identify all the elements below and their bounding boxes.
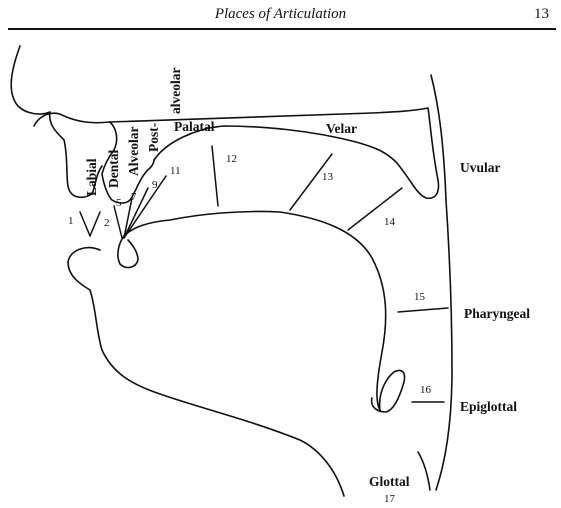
nasal-floor-outline: [34, 113, 110, 126]
articulation-line-12: [212, 146, 218, 206]
articulation-line-15: [398, 308, 448, 312]
number-15: 15: [414, 291, 426, 303]
number-11: 11: [170, 165, 181, 177]
number-12: 12: [226, 153, 237, 165]
number-13: 13: [322, 171, 334, 183]
articulation-line-1b: [90, 212, 100, 236]
tongue-tip-outline: [118, 236, 138, 267]
label-post-alveolar-1: Post-: [146, 123, 161, 152]
number-16: 16: [420, 384, 432, 396]
number-5: 5: [116, 197, 122, 209]
number-9: 9: [152, 179, 158, 191]
number-17: 17: [384, 493, 396, 505]
label-uvular: Uvular: [460, 160, 501, 175]
articulation-line-1: [80, 212, 90, 236]
label-velar: Velar: [326, 121, 357, 136]
label-pharyngeal: Pharyngeal: [464, 306, 530, 321]
articulation-line-5: [114, 206, 122, 238]
label-labial: Labial: [84, 158, 99, 196]
number-14: 14: [384, 216, 396, 228]
label-post-alveolar-2: alveolar: [168, 68, 183, 115]
label-palatal: Palatal: [174, 119, 215, 134]
label-epiglottal: Epiglottal: [460, 399, 517, 414]
number-2: 2: [104, 217, 110, 229]
number-7: 7: [131, 191, 137, 203]
label-glottal: Glottal: [369, 474, 410, 489]
pharynx-back-wall-outline: [431, 75, 452, 490]
larynx-front-outline: [418, 452, 430, 490]
tongue-outline: [124, 211, 386, 410]
label-alveolar: Alveolar: [126, 127, 141, 177]
label-dental: Dental: [106, 150, 121, 188]
number-1: 1: [68, 215, 74, 227]
lower-lip-jaw-outline: [68, 248, 344, 496]
